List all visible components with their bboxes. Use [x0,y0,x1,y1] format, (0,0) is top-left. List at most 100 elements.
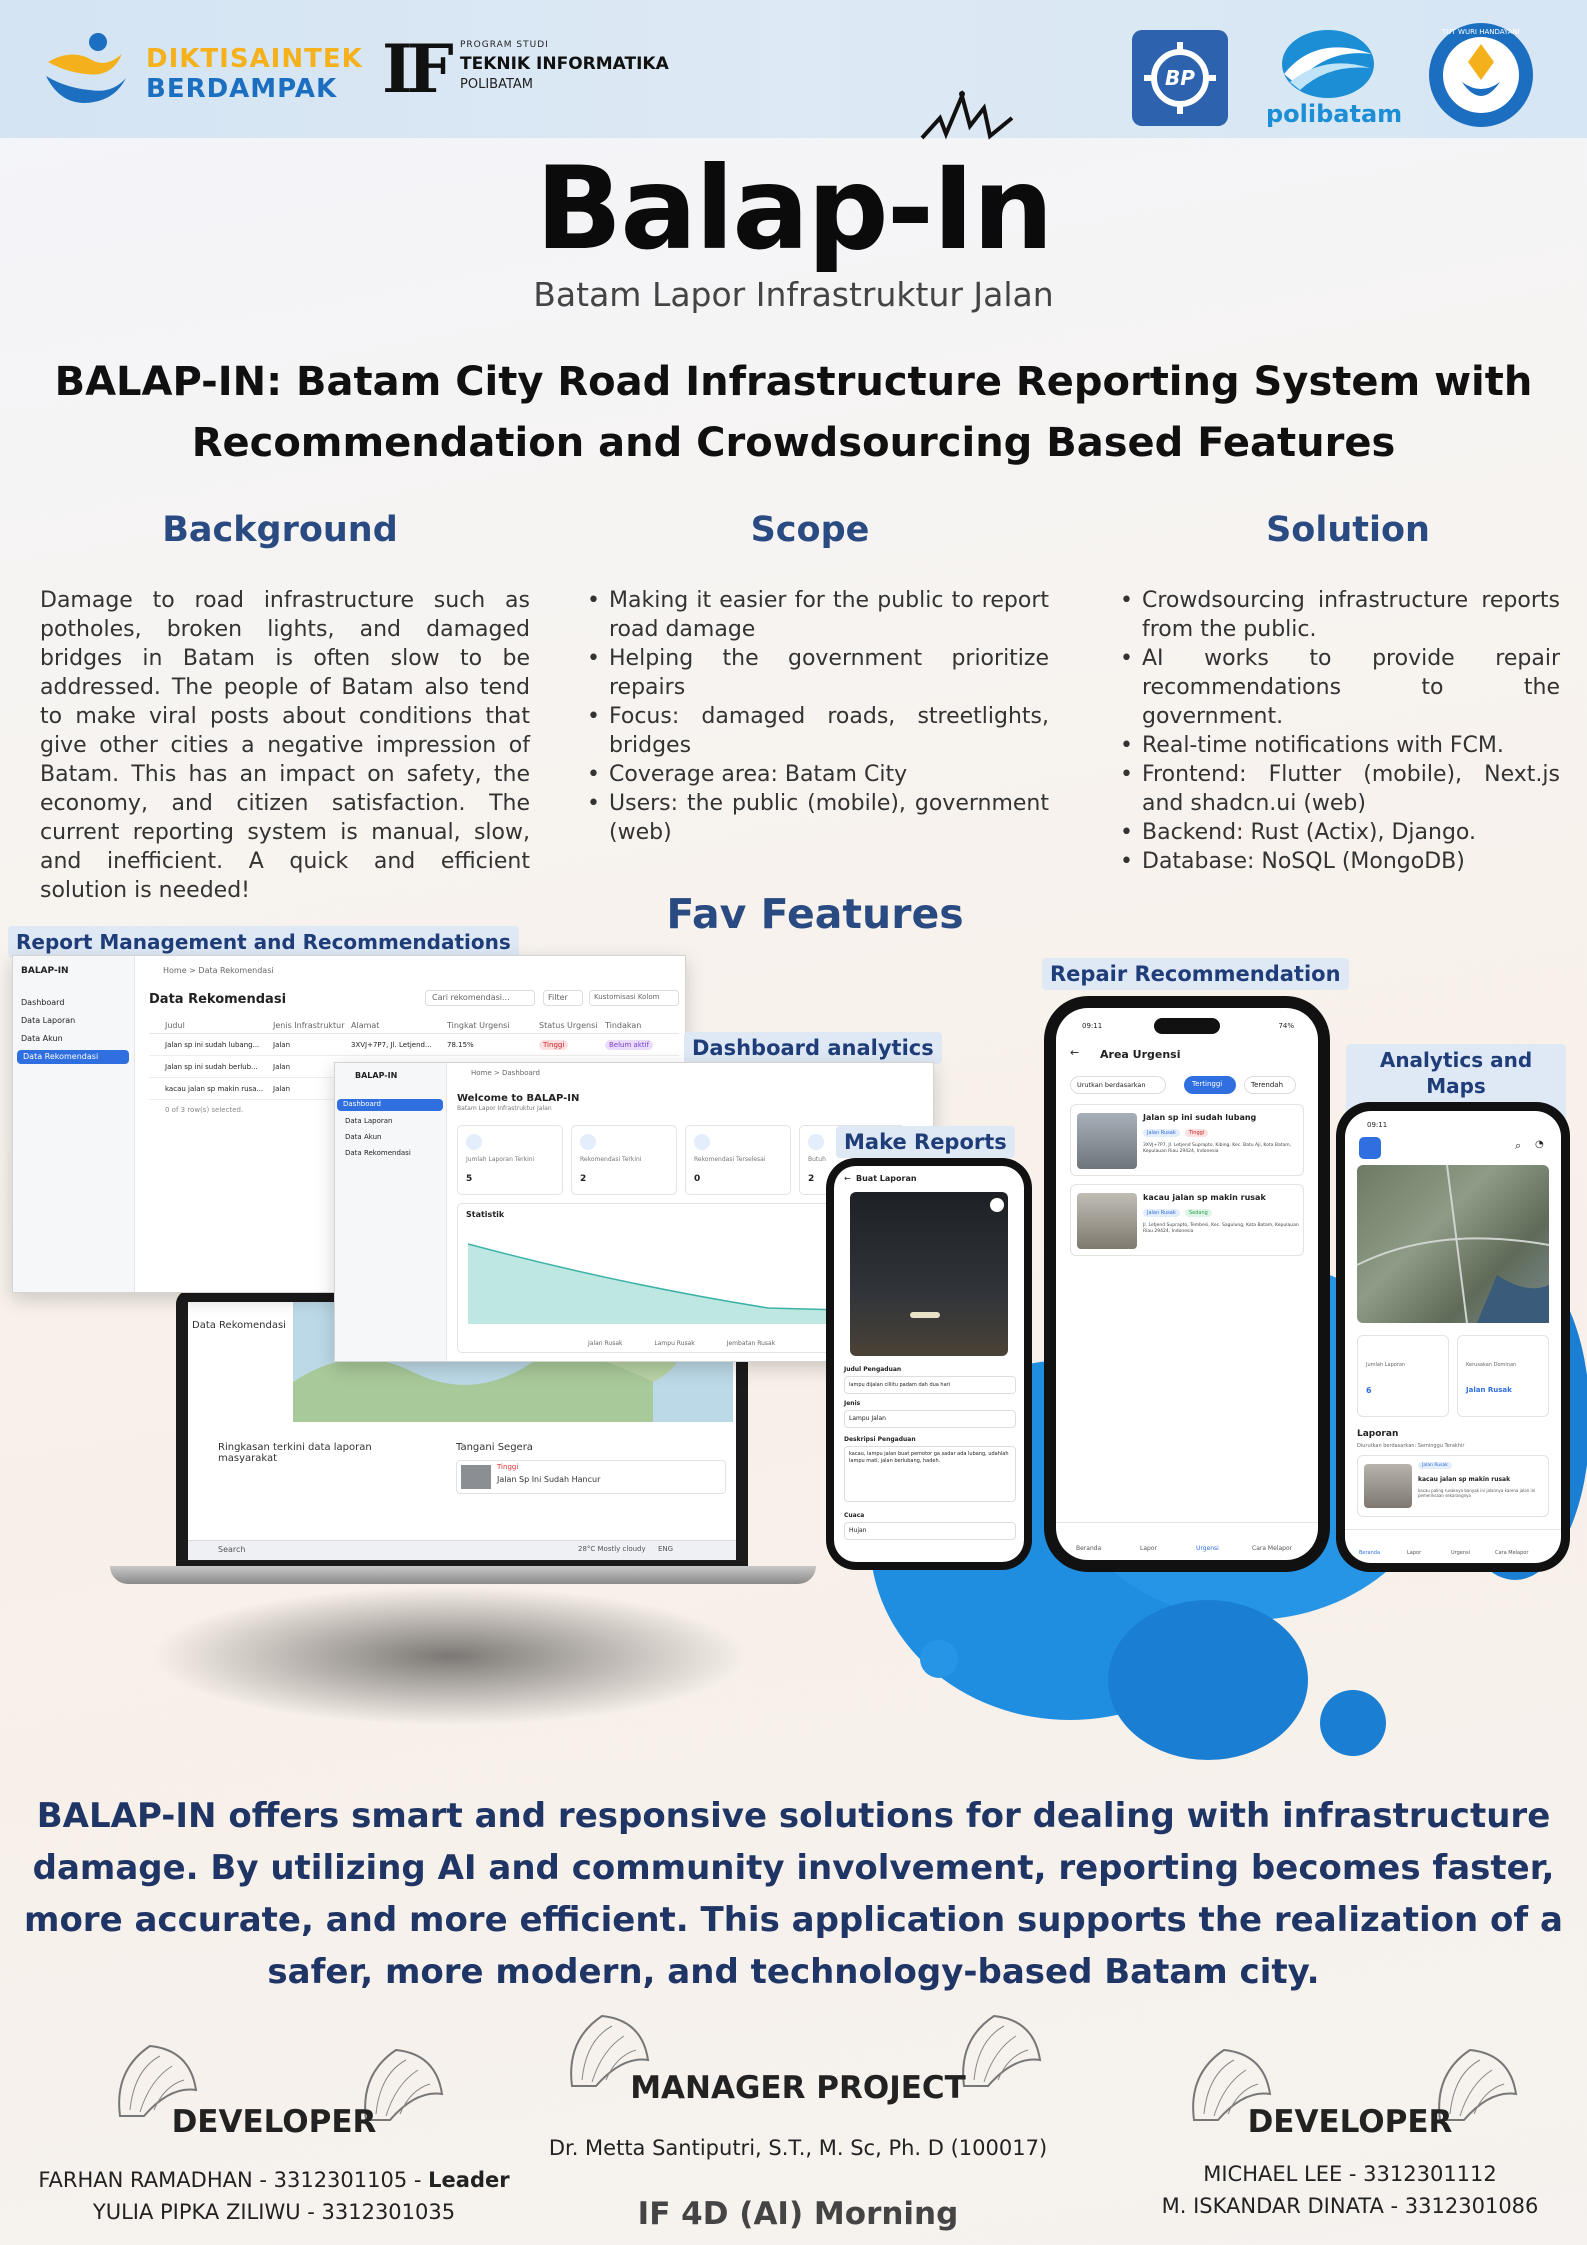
type-select[interactable]: Lampu Jalan [844,1410,1016,1428]
report-address: 3XVJ+7P7, Jl. Letjend Suprapto, Kibing, … [1143,1143,1292,1154]
phone-screen: 09:11 ⌕ ◔ Jumlah Laporan 6 Kerusakan Dom… [1345,1111,1561,1563]
taskbar: Search 28°C Mostly cloudy ENG [188,1540,736,1560]
breadcrumb[interactable]: Home > Dashboard [471,1069,540,1077]
chart-title: Statistik [466,1210,505,1219]
breadcrumb[interactable]: Home > Data Rekomendasi [163,966,274,975]
sidebar-item-data-rekomendasi[interactable]: Data Rekomendasi [345,1149,411,1157]
selection-footer: 0 of 3 row(s) selected. [165,1106,244,1114]
column-header[interactable]: Jenis Infrastruktur [273,1021,345,1030]
field-label: Judul Pengaduan [844,1366,902,1373]
nav-item-report[interactable]: Lapor [1140,1545,1157,1552]
diktisaintek-logo-icon [46,33,126,103]
developer-name: FARHAN RAMADHAN - 3312301105 - [38,2168,429,2192]
list-item[interactable]: Jalan Rusak kacau jalan sp makin rusak k… [1357,1455,1549,1517]
stat-value: Jalan Rusak [1466,1386,1512,1394]
solution-column: Crowdsourcing infrastructure reports fro… [1118,586,1560,876]
action-badge[interactable]: Belum aktif [605,1040,654,1050]
nav-item-how-to[interactable]: Cara Melapor [1252,1545,1293,1552]
tab-highest[interactable]: Tertinggi [1184,1076,1236,1094]
list-item: Users: the public (mobile), government (… [585,789,1049,847]
sidebar-item-data-rekomendasi[interactable]: Data Rekomendasi [17,1050,129,1064]
table-cell: kacau jalan sp makin rusa... [165,1085,264,1093]
list-item: Focus: damaged roads, streetlights, brid… [585,702,1049,760]
report-title: kacau jalan sp makin rusak [1418,1476,1511,1483]
table-row[interactable]: Jalan sp ini sudah lubang... Jalan 3XVJ+… [149,1036,679,1056]
column-header[interactable]: Tindakan [605,1021,642,1030]
title-input[interactable]: lampu dijalan ciliitu padam dah dua hari [844,1376,1016,1394]
section-title: Laporan [1357,1429,1399,1439]
sidebar-item-data-akun[interactable]: Data Akun [21,1034,63,1043]
stat-label: Butuh [808,1156,826,1163]
gear-icon: BP [1144,42,1216,114]
shell-decoration-icon [1192,2048,1272,2121]
laptop-sidebar-item[interactable]: Data Rekomendasi [192,1320,286,1331]
solution-heading: Solution [1266,510,1430,550]
column-header[interactable]: Status Urgensi [539,1021,598,1030]
stat-label: Jumlah Laporan Terkini [466,1156,535,1163]
scope-list: Making it easier for the public to repor… [585,586,1049,847]
phone-urgency: 09:11 74% ← Area Urgensi Urutkan berdasa… [1044,996,1330,1572]
report-address: Jl. Letjend Suprapto, Tembesi, Kec. Sagu… [1143,1223,1299,1234]
search-input[interactable]: Cari rekomendasi... [425,990,535,1006]
report-thumbnail [1077,1113,1137,1169]
nav-item-home[interactable]: Beranda [1359,1550,1381,1556]
search-icon[interactable]: ⌕ [1515,1139,1522,1152]
category-badge: Jalan Rusak [1418,1462,1452,1469]
tab-lowest[interactable]: Terendah [1244,1076,1296,1094]
list-item[interactable]: Jalan sp ini sudah lubang Jalan Rusak Ti… [1070,1104,1304,1176]
report-title: Jalan sp ini sudah lubang [1143,1113,1257,1122]
report-title: kacau jalan sp makin rusak [1143,1193,1266,1202]
weather-select[interactable]: Hujan [844,1522,1016,1540]
status-battery: 74% [1278,1022,1294,1030]
shell-decoration-icon [570,2014,650,2087]
sidebar-item-data-laporan[interactable]: Data Laporan [345,1117,393,1125]
list-item: Helping the government prioritize repair… [585,644,1049,702]
nav-item-home[interactable]: Beranda [1076,1545,1102,1552]
list-item[interactable]: kacau jalan sp makin rusak Jalan Rusak S… [1070,1184,1304,1256]
list-item[interactable]: Jalan Sp Ini Sudah Hancur Tinggi [456,1460,726,1494]
column-header[interactable]: Tingkat Urgensi [447,1021,510,1030]
filter-button[interactable]: Filter [543,990,583,1006]
nav-item-how-to[interactable]: Cara Melapor [1495,1550,1529,1556]
sidebar-item-dashboard[interactable]: Dashboard [21,998,65,1007]
sidebar-item-data-akun[interactable]: Data Akun [345,1133,382,1141]
app-subtitle: Batam Lapor Infrastruktur Jalan [533,275,1054,314]
if-campus: POLIBATAM [460,77,533,92]
class-name: IF 4D (AI) Morning [637,2196,959,2232]
shell-decoration-icon [118,2044,198,2117]
table-cell: Jalan [273,1041,291,1049]
nav-item-urgency[interactable]: Urgensi [1196,1545,1219,1552]
sidebar-item-dashboard[interactable]: Dashboard [337,1099,443,1111]
bell-icon[interactable]: ◔ [1535,1139,1544,1150]
column-header[interactable]: Judul [165,1021,185,1030]
nav-item-urgency[interactable]: Urgensi [1451,1550,1471,1556]
status-badge: Sedang [1185,1209,1212,1217]
stat-value: 5 [466,1174,473,1184]
if-logo: IF [382,30,454,108]
nav-item-report[interactable]: Lapor [1407,1550,1422,1556]
table-cell: Jalan [273,1063,291,1071]
back-arrow-icon[interactable]: ← [844,1174,851,1183]
edit-photo-icon[interactable] [990,1198,1004,1212]
back-arrow-icon[interactable]: ← [1070,1046,1080,1059]
taskbar-search[interactable]: Search [218,1545,246,1554]
sort-button[interactable]: Urutkan berdasarkan [1070,1076,1166,1094]
column-header[interactable]: Alamat [351,1021,380,1030]
list-item: Backend: Rust (Actix), Django. [1118,818,1560,847]
screen-title: Buat Laporan [856,1174,917,1183]
decor-blob [1320,1690,1386,1756]
bp-batam-logo: BP [1132,30,1228,126]
phone-screen: 09:11 74% ← Area Urgensi Urutkan berdasa… [1056,1008,1318,1560]
screen-title: Area Urgensi [1100,1048,1181,1061]
sidebar: BALAP-IN Dashboard Data Laporan Data Aku… [13,956,135,1292]
page-title: Welcome to BALAP-IN [457,1093,580,1104]
description-textarea[interactable]: kacau, lampu jalan buat pemotor ga sadar… [844,1446,1016,1502]
map-view[interactable] [1356,1164,1550,1324]
report-photo[interactable] [850,1192,1008,1356]
manager-role: MANAGER PROJECT [630,2070,966,2106]
features-heading: Fav Features [666,890,964,938]
sidebar-item-data-laporan[interactable]: Data Laporan [21,1016,76,1025]
customize-columns-button[interactable]: Kustomisasi Kolom [589,990,679,1006]
developer-right-names: MICHAEL LEE - 3312301112 M. ISKANDAR DIN… [1100,2158,1587,2222]
list-item: AI works to provide repair recommendatio… [1118,644,1560,731]
